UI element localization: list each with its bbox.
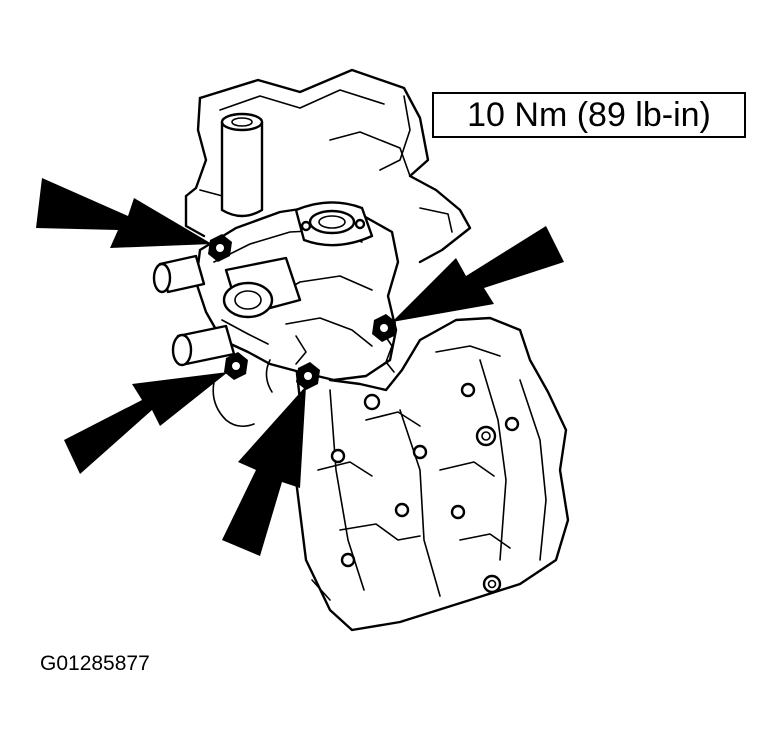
arrow-lower-left	[64, 372, 228, 474]
right-bolt	[372, 314, 396, 342]
arrow-upper-left	[36, 178, 212, 248]
arrow-right	[392, 226, 564, 322]
torque-spec-text: 10 Nm (89 lb-in)	[467, 95, 711, 134]
lower-left-bolt	[224, 352, 248, 380]
callout-arrows	[36, 178, 564, 556]
bottom-bolt	[296, 362, 320, 390]
figure-code: G01285877	[40, 652, 150, 675]
arrow-bottom	[222, 386, 306, 556]
housing-bolts	[208, 234, 396, 390]
torque-spec-label: 10 Nm (89 lb-in)	[432, 92, 746, 138]
upper-left-bolt	[208, 234, 232, 262]
water-pump-housing	[152, 201, 400, 428]
engine-block	[184, 68, 570, 632]
